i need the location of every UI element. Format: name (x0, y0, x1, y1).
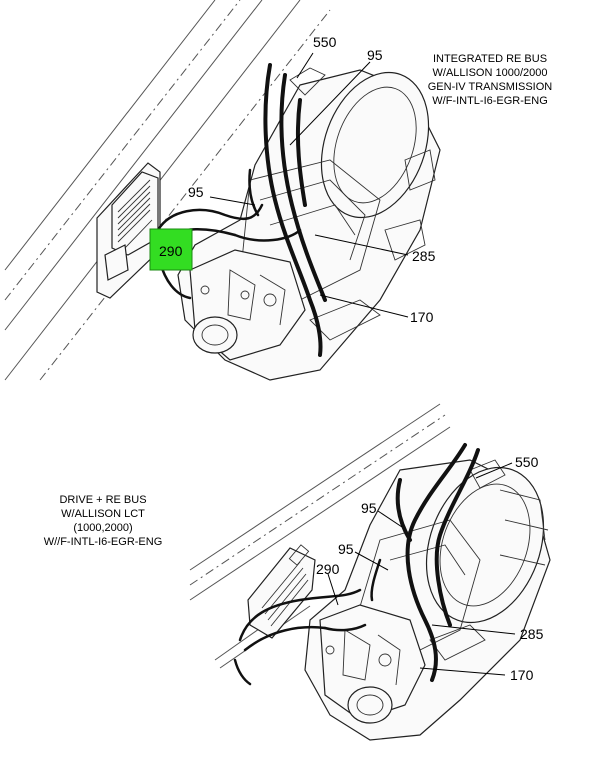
top-caption-line-1: INTEGRATED RE BUS (433, 53, 547, 65)
top-ecu-bracket (96, 162, 161, 299)
top-illustration: 550 95 95 290 285 170 INTEGRATED RE BUS … (4, 0, 553, 381)
callout-285-top: 285 (412, 248, 436, 264)
callout-170-top: 170 (410, 309, 434, 325)
bottom-transmission (304, 459, 551, 741)
bottom-caption-line-4: W//F-INTL-I6-EGR-ENG (44, 536, 163, 548)
bottom-caption: DRIVE + RE BUS W/ALLISON LCT (1000,2000)… (44, 494, 163, 548)
top-caption-line-2: W/ALLISON 1000/2000 (433, 67, 548, 79)
callout-95-bottom-a: 95 (361, 500, 377, 516)
bottom-caption-line-3: (1000,2000) (73, 522, 132, 534)
top-frame-rail (4, 0, 331, 381)
callout-290-bottom: 290 (316, 561, 340, 577)
top-wiring-harness (156, 63, 327, 357)
callout-95-top-a: 95 (367, 47, 383, 63)
bottom-caption-line-1: DRIVE + RE BUS (59, 494, 146, 506)
callout-550-bottom: 550 (515, 454, 539, 470)
callout-170-bottom: 170 (510, 667, 534, 683)
bottom-leader-lines (327, 462, 516, 676)
bottom-caption-line-2: W/ALLISON LCT (61, 508, 145, 520)
callout-95-top-b: 95 (188, 184, 204, 200)
top-caption-line-4: W/F-INTL-I6-EGR-ENG (432, 95, 548, 107)
callout-550-top: 550 (313, 34, 337, 50)
top-caption-line-3: GEN-IV TRANSMISSION (428, 81, 553, 93)
callout-285-bottom: 285 (520, 626, 544, 642)
top-leader-lines (209, 52, 409, 318)
top-transmission (177, 67, 441, 381)
callout-290-top[interactable]: 290 (159, 243, 183, 259)
bottom-frame-rail (189, 403, 451, 669)
callout-95-bottom-b: 95 (338, 541, 354, 557)
highlight-box-290[interactable] (149, 228, 193, 271)
bottom-ecu (247, 544, 316, 639)
bottom-illustration: 550 95 95 290 285 170 DRIVE + RE BUS W/A… (44, 403, 551, 741)
top-caption: INTEGRATED RE BUS W/ALLISON 1000/2000 GE… (428, 53, 553, 107)
bottom-wiring-harness (233, 443, 480, 686)
